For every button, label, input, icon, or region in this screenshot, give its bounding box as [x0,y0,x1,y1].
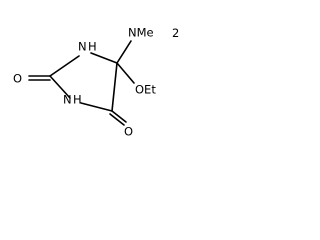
o-left-label: O [13,72,22,86]
bond-c4-o-right-b [109,113,125,126]
chemical-structure: N H N H NMe 2 OEt O O [13,26,179,139]
nme2-subscript: 2 [172,26,179,40]
n1-label: N [78,40,87,54]
bond-n1-c5 [90,52,118,64]
oet-label: OEt [135,83,156,97]
n3-h-label: H [73,93,82,107]
bond-c5-nme2 [116,40,132,64]
bond-c4-o-right-a [111,110,127,123]
nme2-label: NMe [128,26,154,40]
bond-c5-oet [116,62,135,84]
bond-c5-c4 [111,62,118,112]
n3-label: N [63,93,72,107]
bond-c2-n1 [49,55,80,77]
n1-h-label: H [88,40,97,54]
o-right-label: O [124,125,133,139]
bond-c4-n3 [80,102,113,112]
bond-n3-c2 [49,75,71,99]
